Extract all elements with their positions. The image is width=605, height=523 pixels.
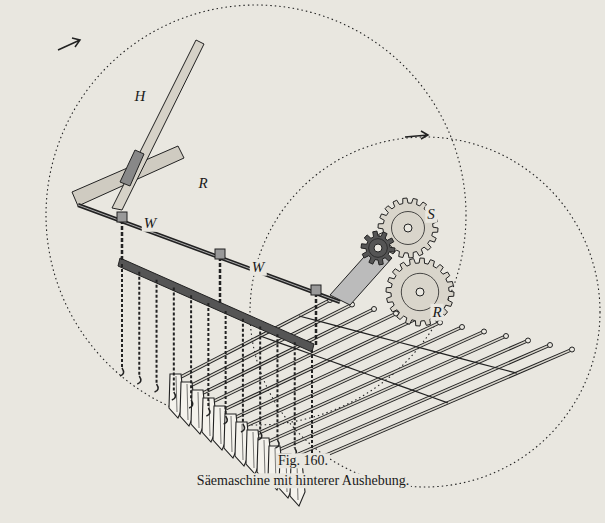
shaft-arm — [215, 249, 225, 259]
chain — [259, 327, 261, 432]
chain — [190, 295, 192, 400]
rotation-arrow — [405, 131, 428, 139]
bar-eye — [570, 347, 575, 352]
part-letter: R — [430, 304, 443, 321]
hook — [258, 432, 262, 440]
hook — [206, 408, 210, 416]
coulter-shade — [187, 384, 188, 420]
cross-rail — [299, 316, 517, 373]
drag-bar — [285, 345, 550, 460]
drag-bar — [296, 350, 572, 469]
coulter-shade — [253, 432, 254, 468]
chain — [121, 220, 124, 262]
chain — [156, 280, 158, 384]
hook — [155, 384, 159, 392]
part-letter: W — [142, 215, 159, 232]
chain — [138, 272, 140, 376]
bar-eye — [372, 307, 377, 312]
bar-eye — [526, 338, 531, 343]
drag-bar — [263, 336, 506, 444]
drag-bar — [208, 314, 396, 405]
chain — [294, 342, 296, 448]
drag-bar — [285, 345, 550, 460]
coulter-shade — [231, 416, 232, 452]
part-letter: S — [425, 206, 437, 223]
bar-eye — [482, 329, 487, 334]
part-letter: H — [133, 88, 148, 105]
drag-bar — [219, 318, 418, 412]
shaft-arm — [311, 285, 321, 295]
lever-latch — [120, 150, 144, 186]
chain — [276, 334, 278, 440]
cross-rail — [260, 336, 448, 403]
bar-eye — [460, 325, 465, 330]
drag-bar — [252, 332, 484, 437]
coulter-shade — [220, 408, 221, 444]
drag-bar — [252, 332, 484, 437]
chain — [242, 319, 244, 424]
hook — [189, 400, 193, 408]
gear-hub — [392, 212, 425, 245]
hook — [241, 424, 245, 432]
coulter-shade — [264, 440, 265, 476]
wheel-outline — [250, 137, 600, 487]
hook — [224, 416, 228, 424]
bar-eye — [548, 343, 553, 348]
lifting-shaft — [78, 205, 340, 302]
chain — [311, 350, 313, 456]
part-letter: W — [250, 259, 267, 276]
hook — [137, 376, 141, 384]
chain — [225, 311, 227, 416]
lifting-shaft — [78, 205, 340, 302]
part-letter: R — [196, 175, 209, 192]
drag-bar — [208, 314, 396, 405]
coulter-shade — [176, 376, 177, 412]
drag-bar — [219, 318, 418, 412]
hook — [120, 368, 124, 376]
gear-axle — [374, 244, 382, 252]
chain-bar — [118, 258, 314, 352]
hook — [172, 392, 176, 400]
figure-number: Fig. 160. — [276, 453, 330, 468]
gear-wheel — [386, 258, 454, 326]
shaft-arm — [117, 212, 127, 222]
hand-lever — [112, 40, 204, 210]
drag-bar — [296, 350, 572, 469]
figure-caption: Säemaschine mit hinterer Aushebung. — [195, 473, 411, 488]
chain — [315, 293, 318, 346]
chain — [219, 257, 222, 305]
chain — [207, 303, 209, 408]
gear-axle — [416, 288, 424, 296]
chain — [121, 264, 123, 368]
coulter-shade — [242, 424, 243, 460]
gear-axle — [404, 224, 412, 232]
coulter-shade — [198, 392, 199, 428]
chain — [173, 287, 175, 392]
gear-hub — [369, 239, 388, 258]
drag-bar — [263, 336, 506, 444]
bar-eye — [504, 334, 509, 339]
gear-wheel — [361, 231, 395, 265]
wheel-outline — [46, 5, 466, 425]
hook — [275, 440, 279, 448]
rotation-arrow — [58, 38, 80, 50]
